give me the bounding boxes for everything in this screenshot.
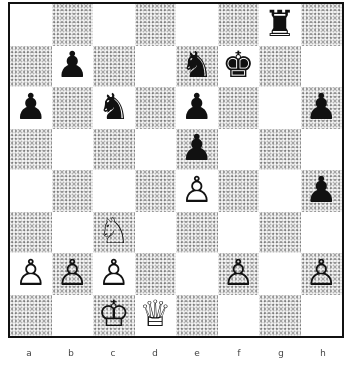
square-b5[interactable] [52, 129, 94, 171]
square-d5[interactable] [135, 129, 177, 171]
square-e5[interactable]: ♟ [176, 129, 218, 171]
square-e2[interactable] [176, 253, 218, 295]
square-g7[interactable] [259, 46, 301, 88]
square-h5[interactable] [301, 129, 343, 171]
white-pawn-icon[interactable]: ♙ [222, 256, 254, 292]
square-b4[interactable] [52, 170, 94, 212]
black-knight-icon[interactable]: ♞ [181, 48, 213, 84]
square-b8[interactable] [52, 4, 94, 46]
black-king-icon[interactable]: ♚ [222, 48, 254, 84]
square-c5[interactable] [93, 129, 135, 171]
square-h7[interactable] [301, 46, 343, 88]
file-label-c: c [92, 344, 134, 364]
file-label-a: a [8, 344, 50, 364]
square-a4[interactable] [10, 170, 52, 212]
square-h1[interactable] [301, 295, 343, 337]
black-rook-icon[interactable]: ♜ [264, 7, 296, 43]
square-b3[interactable] [52, 212, 94, 254]
file-label-b: b [50, 344, 92, 364]
file-label-d: d [134, 344, 176, 364]
square-g5[interactable] [259, 129, 301, 171]
square-f6[interactable] [218, 87, 260, 129]
square-f3[interactable] [218, 212, 260, 254]
square-f2[interactable]: ♙ [218, 253, 260, 295]
white-pawn-icon[interactable]: ♙ [56, 256, 88, 292]
file-label-f: f [218, 344, 260, 364]
square-e8[interactable] [176, 4, 218, 46]
square-g6[interactable] [259, 87, 301, 129]
white-pawn-icon[interactable]: ♙ [98, 256, 130, 292]
square-d7[interactable] [135, 46, 177, 88]
square-a8[interactable] [10, 4, 52, 46]
square-e3[interactable] [176, 212, 218, 254]
black-pawn-icon[interactable]: ♟ [181, 90, 213, 126]
black-knight-icon[interactable]: ♞ [98, 90, 130, 126]
square-e6[interactable]: ♟ [176, 87, 218, 129]
black-pawn-icon[interactable]: ♟ [181, 131, 213, 167]
square-c3[interactable]: ♘ [93, 212, 135, 254]
square-c2[interactable]: ♙ [93, 253, 135, 295]
square-g2[interactable] [259, 253, 301, 295]
file-label-g: g [260, 344, 302, 364]
square-a5[interactable] [10, 129, 52, 171]
white-knight-icon[interactable]: ♘ [98, 214, 130, 250]
square-a7[interactable] [10, 46, 52, 88]
square-e4[interactable]: ♙ [176, 170, 218, 212]
square-h3[interactable] [301, 212, 343, 254]
square-d1[interactable]: ♕ [135, 295, 177, 337]
square-c6[interactable]: ♞ [93, 87, 135, 129]
square-d6[interactable] [135, 87, 177, 129]
chess-board[interactable]: ♜♟♞♚♟♞♟♟♟♙♟♘♙♙♙♙♙♔♕ [8, 2, 344, 338]
black-pawn-icon[interactable]: ♟ [305, 90, 337, 126]
square-f5[interactable] [218, 129, 260, 171]
square-b1[interactable] [52, 295, 94, 337]
white-queen-icon[interactable]: ♕ [139, 297, 171, 333]
square-h2[interactable]: ♙ [301, 253, 343, 295]
file-label-h: h [302, 344, 344, 364]
square-f4[interactable] [218, 170, 260, 212]
square-b7[interactable]: ♟ [52, 46, 94, 88]
file-label-e: e [176, 344, 218, 364]
square-c4[interactable] [93, 170, 135, 212]
square-b2[interactable]: ♙ [52, 253, 94, 295]
square-g1[interactable] [259, 295, 301, 337]
square-g8[interactable]: ♜ [259, 4, 301, 46]
square-e7[interactable]: ♞ [176, 46, 218, 88]
black-pawn-icon[interactable]: ♟ [305, 173, 337, 209]
square-g3[interactable] [259, 212, 301, 254]
white-pawn-icon[interactable]: ♙ [305, 256, 337, 292]
white-king-icon[interactable]: ♔ [98, 297, 130, 333]
square-a3[interactable] [10, 212, 52, 254]
square-d3[interactable] [135, 212, 177, 254]
square-d4[interactable] [135, 170, 177, 212]
square-g4[interactable] [259, 170, 301, 212]
square-b6[interactable] [52, 87, 94, 129]
square-h4[interactable]: ♟ [301, 170, 343, 212]
square-c1[interactable]: ♔ [93, 295, 135, 337]
black-pawn-icon[interactable]: ♟ [56, 48, 88, 84]
square-a6[interactable]: ♟ [10, 87, 52, 129]
square-f1[interactable] [218, 295, 260, 337]
square-f8[interactable] [218, 4, 260, 46]
square-h6[interactable]: ♟ [301, 87, 343, 129]
square-e1[interactable] [176, 295, 218, 337]
black-pawn-icon[interactable]: ♟ [15, 90, 47, 126]
square-h8[interactable] [301, 4, 343, 46]
square-c8[interactable] [93, 4, 135, 46]
white-pawn-icon[interactable]: ♙ [181, 173, 213, 209]
square-d2[interactable] [135, 253, 177, 295]
white-pawn-icon[interactable]: ♙ [15, 256, 47, 292]
square-a1[interactable] [10, 295, 52, 337]
square-f7[interactable]: ♚ [218, 46, 260, 88]
square-a2[interactable]: ♙ [10, 253, 52, 295]
square-d8[interactable] [135, 4, 177, 46]
square-c7[interactable] [93, 46, 135, 88]
